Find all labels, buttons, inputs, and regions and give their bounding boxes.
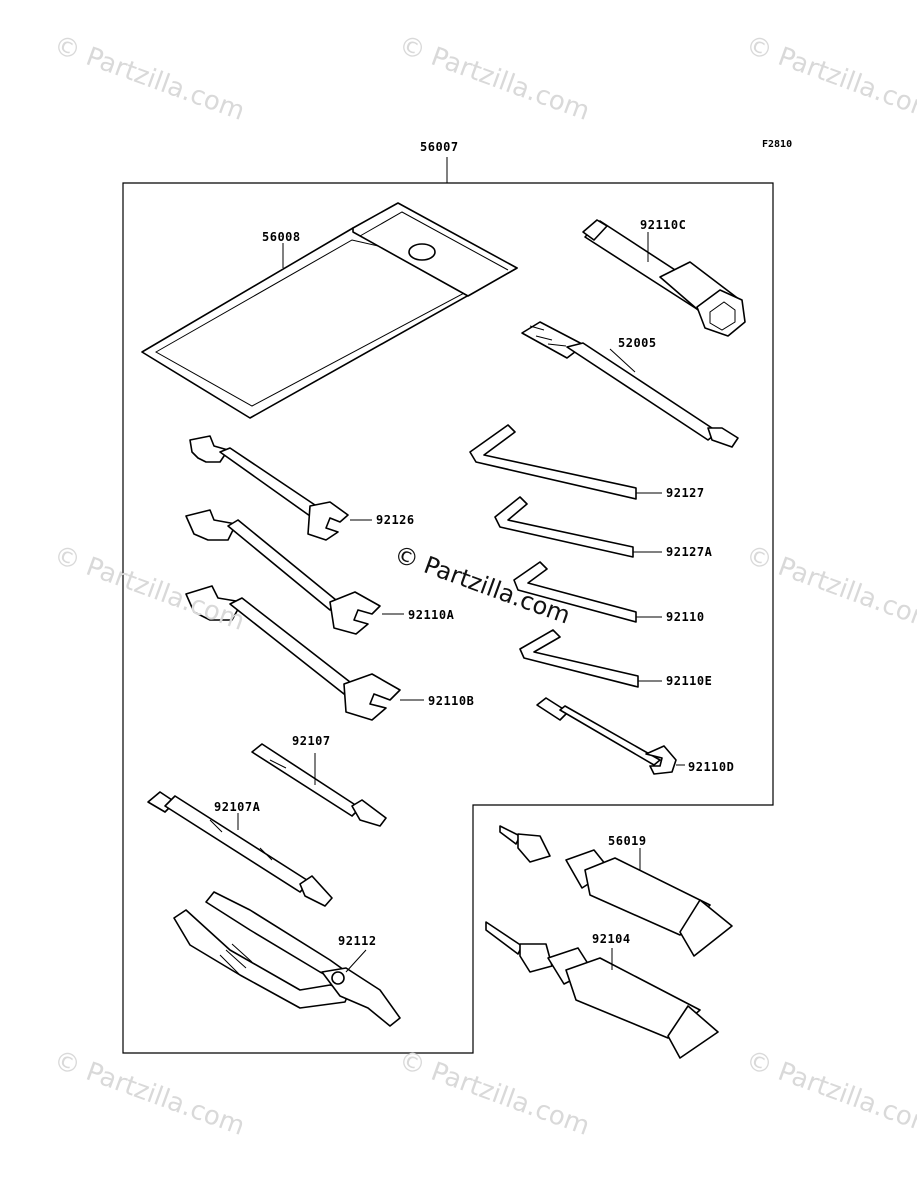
- grease-tube-2-drawing: [485, 921, 719, 1059]
- screwdriver-handle-drawing: [147, 791, 333, 907]
- spoke-wrench-drawing: [536, 697, 685, 775]
- screwdriver-long-drawing: [521, 321, 739, 448]
- part-label-grease-tube-1: 56019: [608, 834, 647, 848]
- part-label-screwdriver-handle: 92107A: [214, 800, 261, 814]
- part-label-hex-wrench-3: 92110: [666, 610, 705, 624]
- plug-wrench-drawing: [582, 219, 746, 337]
- pliers-drawing: [173, 891, 401, 1027]
- part-label-hex-wrench-2: 92127A: [666, 545, 713, 559]
- open-wrenches-drawing: [185, 435, 424, 721]
- part-label-open-wrench-large: 92110B: [428, 694, 475, 708]
- part-label-open-wrench-small: 92126: [376, 513, 415, 527]
- grease-tube-1-drawing: [499, 825, 733, 957]
- part-label-plug-wrench: 92110C: [640, 218, 687, 232]
- part-label-open-wrench-mid: 92110A: [408, 608, 455, 622]
- part-label-hex-wrench-1: 92127: [666, 486, 705, 500]
- part-label-screwdriver-long: 52005: [618, 336, 657, 350]
- hex-wrenches-drawing: [469, 424, 662, 688]
- part-label-hex-wrench-4: 92110E: [666, 674, 713, 688]
- pouch-drawing: [141, 202, 518, 419]
- figure-ref: F2810: [762, 139, 793, 150]
- screwdriver-bit-drawing: [251, 743, 387, 827]
- part-label-grease-tube-2: 92104: [592, 932, 631, 946]
- part-label-screwdriver-bit: 92107: [292, 734, 331, 748]
- kit-outline: [122, 182, 774, 1054]
- part-label-kit: 56007: [420, 140, 459, 154]
- part-label-pliers: 92112: [338, 934, 377, 948]
- part-label-pouch: 56008: [262, 230, 301, 244]
- part-label-spoke-wrench: 92110D: [688, 760, 735, 774]
